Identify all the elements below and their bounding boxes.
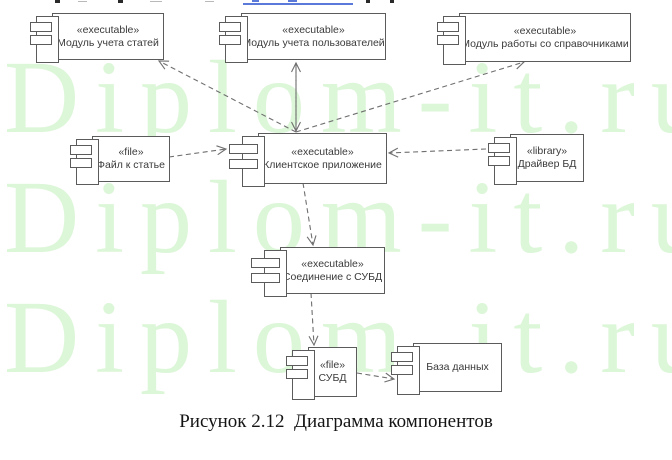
component-lug-icon bbox=[70, 145, 92, 155]
arrow-driver-to-client bbox=[387, 147, 487, 158]
component-lug-icon bbox=[30, 22, 52, 32]
cropped-text-artifact bbox=[118, 0, 123, 3]
cropped-text-artifact bbox=[205, 1, 214, 2]
arrow-client-to-connection bbox=[302, 182, 317, 247]
component-module-articles: «executable» Модуль учета статей bbox=[30, 13, 164, 63]
cropped-link-artifact bbox=[288, 0, 297, 2]
component-dbms-connection: «executable» Соединение с СУБД bbox=[251, 247, 385, 297]
component-name: Модуль учета пользователей bbox=[242, 36, 385, 49]
component-lug-icon bbox=[391, 352, 413, 362]
cropped-link-artifact[interactable] bbox=[243, 3, 353, 5]
component-name: Файл к статье bbox=[97, 159, 165, 171]
stereotype-label: «executable» bbox=[282, 23, 345, 36]
component-lug-icon bbox=[219, 35, 241, 45]
component-db-driver: «library» Драйвер БД bbox=[488, 134, 584, 185]
component-lug-icon bbox=[229, 144, 258, 154]
arrow-client-to-module-reference bbox=[295, 59, 526, 133]
arrow-file-to-client bbox=[168, 145, 228, 158]
component-name: СУБД bbox=[318, 372, 347, 384]
arrow-client-to-module-articles bbox=[157, 60, 297, 133]
component-lug-icon bbox=[251, 258, 280, 268]
cropped-text-artifact bbox=[150, 1, 162, 2]
component-lug-icon bbox=[251, 273, 280, 283]
figure-caption: Рисунок 2.12 Диаграмма компонентов bbox=[179, 411, 493, 432]
cropped-text-artifact bbox=[55, 0, 60, 3]
component-lug-icon bbox=[30, 35, 52, 45]
component-name: Клиентское приложение bbox=[263, 158, 382, 171]
stereotype-label: «file» bbox=[319, 359, 346, 371]
component-name: Соединение с СУБД bbox=[282, 270, 383, 283]
component-name: База данных bbox=[426, 361, 489, 373]
component-lug-icon bbox=[219, 22, 241, 32]
component-dbms: «file» СУБД bbox=[286, 347, 357, 400]
component-lug-icon bbox=[286, 356, 308, 366]
stereotype-label: «library» bbox=[526, 145, 568, 157]
component-module-reference: «executable» Модуль работы со справочник… bbox=[437, 13, 631, 65]
component-file-article: «file» Файл к статье bbox=[70, 136, 170, 185]
stereotype-label: «executable» bbox=[76, 23, 140, 36]
cropped-link-artifact bbox=[252, 0, 259, 2]
stereotype-label: «executable» bbox=[301, 257, 364, 270]
stereotype-label: «executable» bbox=[513, 24, 577, 37]
stereotype-label: «file» bbox=[118, 146, 144, 158]
component-module-users: «executable» Модуль учета пользователей bbox=[219, 13, 386, 63]
component-client-app: «executable» Клиентское приложение bbox=[229, 133, 387, 187]
arrow-connection-to-dbms bbox=[308, 292, 319, 347]
component-name: Модуль учета статей bbox=[57, 36, 159, 49]
component-lug-icon bbox=[286, 369, 308, 379]
cropped-text-artifact bbox=[366, 0, 370, 3]
component-lug-icon bbox=[229, 159, 258, 169]
arrow-dbms-to-database bbox=[356, 372, 396, 383]
component-lug-icon bbox=[488, 156, 510, 166]
component-lug-icon bbox=[437, 35, 459, 45]
component-database: База данных bbox=[391, 343, 502, 395]
cropped-text-artifact bbox=[390, 0, 394, 3]
component-name: Драйвер БД bbox=[517, 158, 577, 170]
component-lug-icon bbox=[70, 158, 92, 168]
cropped-text-artifact bbox=[78, 1, 87, 2]
component-lug-icon bbox=[437, 22, 459, 32]
stereotype-label: «executable» bbox=[291, 145, 354, 158]
component-name: Модуль работы со справочниками bbox=[461, 37, 629, 50]
watermark-text: Diplom-it.ru bbox=[4, 40, 672, 155]
component-lug-icon bbox=[488, 143, 510, 153]
component-lug-icon bbox=[391, 365, 413, 375]
